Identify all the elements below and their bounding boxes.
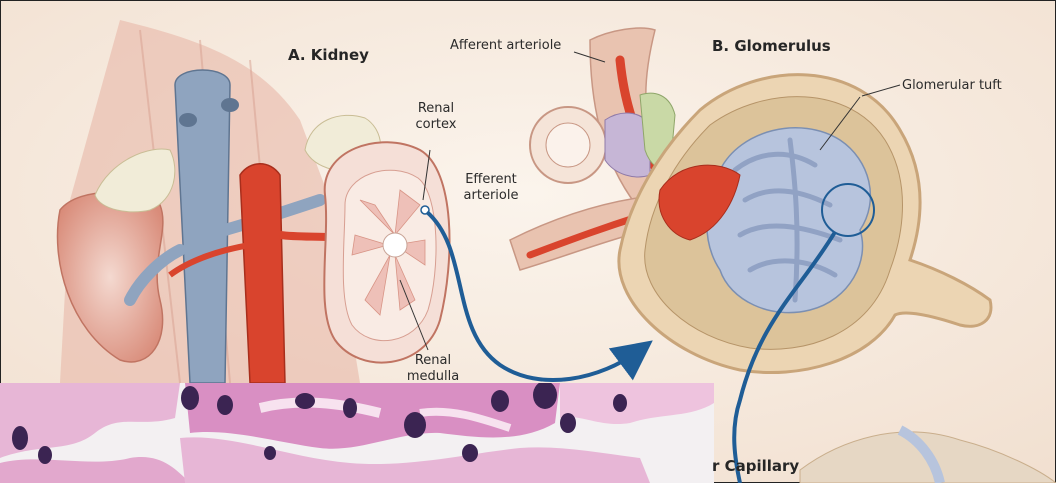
renal-medulla-line1: Renal: [404, 353, 462, 369]
glomerular-tuft-label: Glomerular tuft: [902, 78, 1002, 93]
glomerulus-panel-title: B. Glomerulus: [712, 37, 831, 55]
histology-image: [0, 383, 714, 483]
renal-cortex-line1: Renal: [412, 101, 460, 117]
kidney-panel-title: A. Kidney: [288, 46, 369, 64]
efferent-arteriole-line1: Efferent: [456, 172, 526, 188]
renal-medulla-line2: medulla: [404, 369, 462, 385]
efferent-arteriole-label: Efferent arteriole: [456, 172, 526, 204]
renal-cortex-line2: cortex: [412, 117, 460, 133]
efferent-arteriole-line2: arteriole: [456, 188, 526, 204]
histology-photo: [0, 383, 714, 483]
renal-pelvis: [383, 233, 407, 257]
capillary-panel-title: r Capillary: [712, 457, 799, 475]
renal-medulla-label: Renal medulla: [404, 353, 462, 385]
renal-cortex-label: Renal cortex: [412, 101, 460, 133]
afferent-arteriole-label: Afferent arteriole: [450, 38, 561, 53]
